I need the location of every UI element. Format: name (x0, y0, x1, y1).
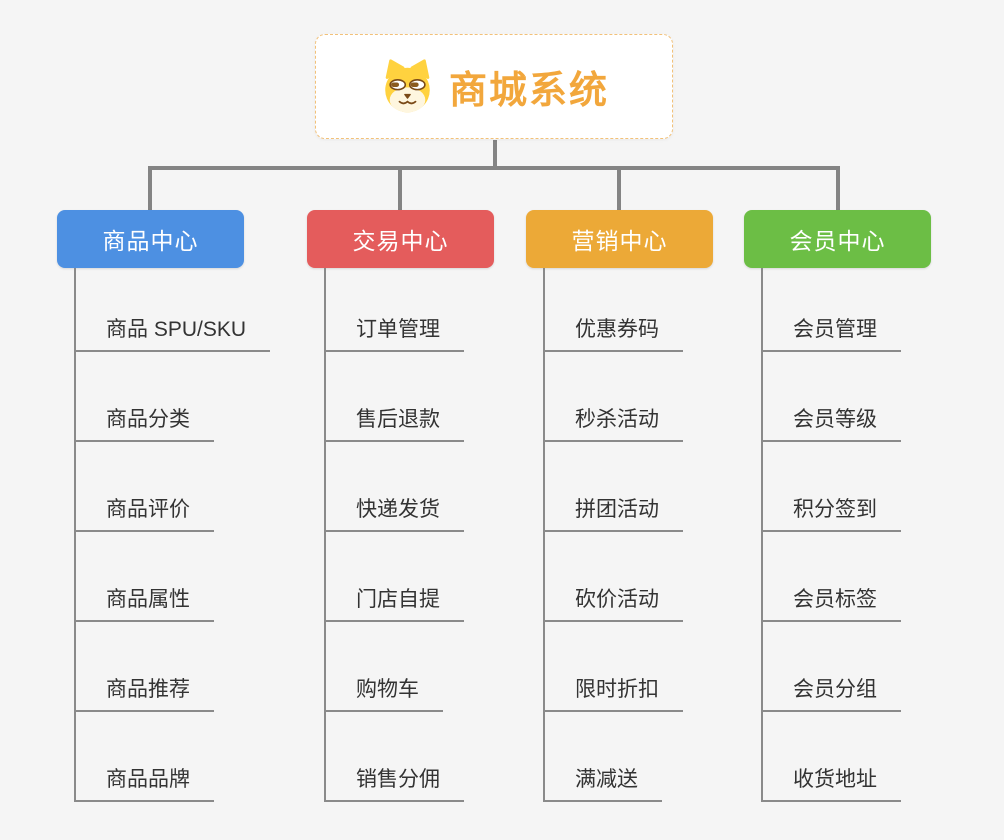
topic-item: 砍价活动 (545, 532, 683, 622)
topic-item: 商品品牌 (76, 712, 270, 802)
topic-label[interactable]: 满减送 (545, 763, 662, 802)
topic-item: 会员标签 (763, 532, 901, 622)
topic-label[interactable]: 会员等级 (763, 403, 901, 442)
branch-label: 营销中心 (571, 228, 668, 254)
branch-items: 商品 SPU/SKU 商品分类 商品评价 商品属性 商品推荐 商品品牌 (74, 268, 271, 802)
branch-node-member-center[interactable]: 会员中心 (744, 210, 931, 268)
topic-item: 拼团活动 (545, 442, 683, 532)
topic-item: 秒杀活动 (545, 352, 683, 442)
branch-items: 会员管理 会员等级 积分签到 会员标签 会员分组 收货地址 (761, 268, 901, 802)
topic-label[interactable]: 拼团活动 (545, 493, 683, 532)
shiba-dog-icon (379, 58, 436, 115)
topic-label[interactable]: 优惠券码 (545, 313, 683, 352)
branch-label: 会员中心 (789, 228, 886, 254)
topic-label[interactable]: 收货地址 (763, 763, 901, 802)
topic-item: 门店自提 (326, 532, 464, 622)
root-connector-line (493, 140, 497, 166)
topic-item: 商品 SPU/SKU (76, 268, 271, 352)
branch-label: 交易中心 (352, 228, 449, 254)
topic-label[interactable]: 积分签到 (763, 493, 901, 532)
topic-label[interactable]: 订单管理 (326, 313, 464, 352)
topic-label[interactable]: 商品属性 (76, 583, 214, 622)
branch-node-marketing-center[interactable]: 营销中心 (526, 210, 713, 268)
topic-label[interactable]: 限时折扣 (545, 673, 683, 712)
topic-item: 商品评价 (76, 442, 270, 532)
root-title: 商城系统 (448, 70, 609, 112)
branch-column-trade: 交易中心 订单管理 售后退款 快递发货 门店自提 购物车 销售分佣 (307, 210, 494, 802)
branch-drop-line (617, 166, 621, 210)
topic-label[interactable]: 快递发货 (326, 493, 464, 532)
topic-label[interactable]: 砍价活动 (545, 583, 683, 622)
branch-column-product: 商品中心 商品 SPU/SKU 商品分类 商品评价 商品属性 商品推荐 商品品牌 (57, 210, 271, 802)
topic-label[interactable]: 商品 SPU/SKU (76, 313, 271, 352)
topic-item: 优惠券码 (545, 268, 683, 352)
topic-label[interactable]: 商品分类 (76, 403, 214, 442)
branch-drop-line (836, 166, 840, 210)
topic-item: 订单管理 (326, 268, 464, 352)
topic-item: 满减送 (545, 712, 683, 802)
branch-node-trade-center[interactable]: 交易中心 (307, 210, 494, 268)
topic-label[interactable]: 销售分佣 (326, 763, 464, 802)
branch-column-marketing: 营销中心 优惠券码 秒杀活动 拼团活动 砍价活动 限时折扣 满减送 (526, 210, 713, 802)
topic-item: 商品属性 (76, 532, 270, 622)
branch-column-member: 会员中心 会员管理 会员等级 积分签到 会员标签 会员分组 收货地址 (744, 210, 931, 802)
topic-label[interactable]: 会员分组 (763, 673, 901, 712)
topic-item: 商品推荐 (76, 622, 270, 712)
topic-item: 销售分佣 (326, 712, 464, 802)
branch-drop-line (148, 166, 152, 210)
topic-item: 会员管理 (763, 268, 901, 352)
topic-label[interactable]: 售后退款 (326, 403, 464, 442)
topic-label[interactable]: 商品推荐 (76, 673, 214, 712)
topic-item: 限时折扣 (545, 622, 683, 712)
topic-label[interactable]: 会员管理 (763, 313, 901, 352)
root-node[interactable]: 商城系统 (315, 34, 673, 139)
branch-bus-line (148, 166, 840, 170)
branch-items: 优惠券码 秒杀活动 拼团活动 砍价活动 限时折扣 满减送 (543, 268, 683, 802)
topic-label[interactable]: 购物车 (326, 673, 443, 712)
branch-items: 订单管理 售后退款 快递发货 门店自提 购物车 销售分佣 (324, 268, 464, 802)
topic-label[interactable]: 会员标签 (763, 583, 901, 622)
topic-label[interactable]: 商品评价 (76, 493, 214, 532)
topic-item: 收货地址 (763, 712, 901, 802)
topic-label[interactable]: 门店自提 (326, 583, 464, 622)
topic-item: 会员等级 (763, 352, 901, 442)
topic-item: 购物车 (326, 622, 464, 712)
topic-item: 积分签到 (763, 442, 901, 532)
branch-node-product-center[interactable]: 商品中心 (57, 210, 244, 268)
topic-label[interactable]: 商品品牌 (76, 763, 214, 802)
branch-label: 商品中心 (102, 228, 199, 254)
topic-item: 会员分组 (763, 622, 901, 712)
topic-item: 商品分类 (76, 352, 270, 442)
topic-item: 售后退款 (326, 352, 464, 442)
branch-drop-line (398, 166, 402, 210)
topic-item: 快递发货 (326, 442, 464, 532)
topic-label[interactable]: 秒杀活动 (545, 403, 683, 442)
